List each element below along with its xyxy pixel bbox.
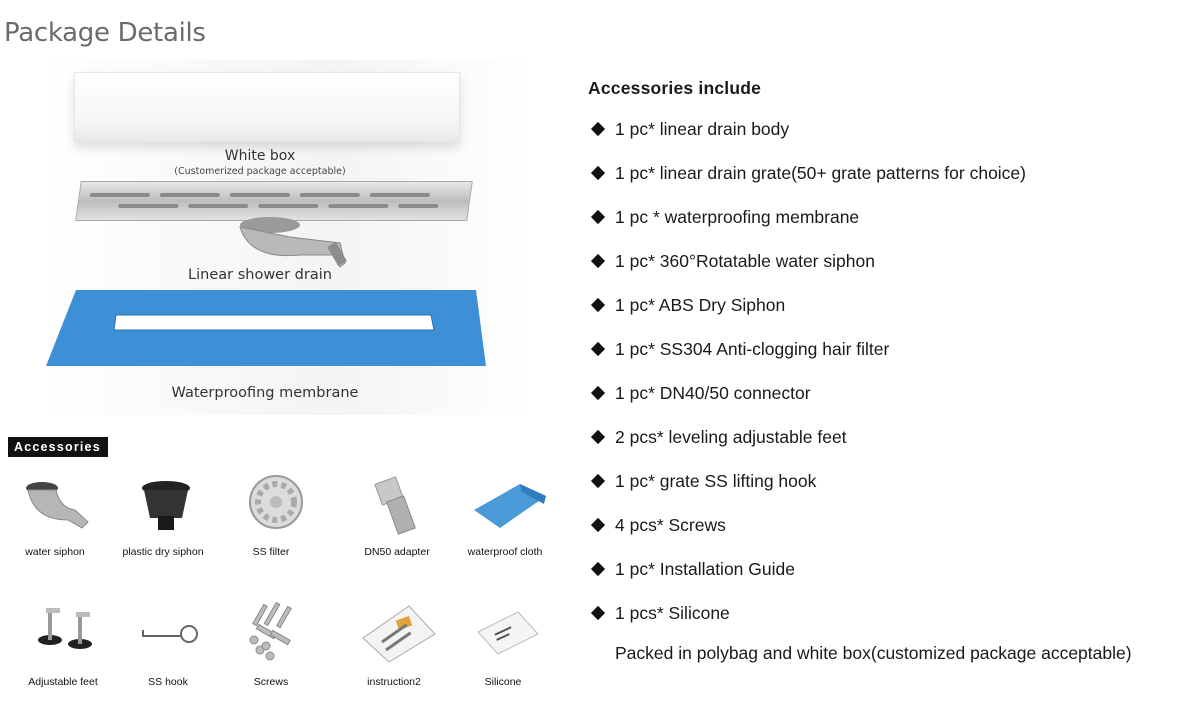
bullet-diamond-icon: [590, 429, 606, 445]
accessory-waterproof-cloth: waterproof cloth: [450, 462, 560, 572]
drain-siphon-image: [239, 217, 347, 268]
list-item: 1 pc* SS304 Anti-clogging hair filter: [588, 339, 1188, 383]
accessory-label: instruction2: [367, 676, 421, 688]
membrane-caption: Waterproofing membrane: [171, 385, 359, 401]
dry-siphon-icon: [142, 481, 190, 530]
instruction-icon: [362, 605, 436, 663]
bullet-diamond-icon: [590, 297, 606, 313]
accessories-badge: Accessories: [8, 437, 108, 457]
accessory-silicone: Silicone: [448, 590, 558, 700]
accessory-label: plastic dry siphon: [122, 546, 204, 558]
bullet-diamond-icon: [590, 605, 606, 621]
list-item: 1 pc* 360°Rotatable water siphon: [588, 251, 1188, 295]
accessory-adjustable-feet: Adjustable feet: [8, 590, 118, 700]
white-box-image: [74, 72, 460, 142]
bullet-diamond-icon: [590, 517, 606, 533]
accessory-label: SS hook: [148, 676, 188, 688]
list-item: 1 pc * waterproofing membrane: [588, 207, 1188, 251]
accessories-list-title: Accessories include: [588, 78, 762, 98]
drain-caption: Linear shower drain: [188, 267, 332, 283]
cloth-icon: [474, 484, 546, 528]
packed-note: Packed in polybag and white box(customiz…: [615, 643, 1132, 663]
water-siphon-icon: [26, 482, 89, 529]
accessory-screws: Screws: [216, 590, 326, 700]
accessory-dn50-adapter: DN50 adapter: [342, 462, 452, 572]
list-item: 1 pc* linear drain grate(50+ grate patte…: [588, 163, 1188, 207]
bullet-diamond-icon: [590, 165, 606, 181]
list-item: 4 pcs* Screws: [588, 515, 1188, 559]
bullet-diamond-icon: [590, 473, 606, 489]
bullet-diamond-icon: [590, 121, 606, 137]
accessory-label: Silicone: [484, 676, 522, 688]
accessory-label: Adjustable feet: [28, 676, 98, 688]
accessory-ss-hook: SS hook: [113, 590, 223, 700]
accessory-label: waterproof cloth: [467, 546, 543, 558]
bullet-diamond-icon: [590, 561, 606, 577]
accessories-grid: water siphon plastic dry siphon SS filte…: [0, 462, 580, 712]
silicone-icon: [477, 611, 539, 655]
list-item: 1 pc* grate SS lifting hook: [588, 471, 1188, 515]
accessory-label: DN50 adapter: [364, 546, 430, 558]
accessory-ss-filter: SS filter: [216, 462, 326, 572]
hook-icon: [142, 625, 198, 643]
filter-icon: [249, 475, 303, 529]
screws-icon: [249, 601, 292, 661]
page-title: Package Details: [4, 18, 206, 48]
accessory-label: Screws: [253, 676, 289, 688]
adapter-icon: [374, 476, 416, 535]
white-box-subcaption: (Customerized package acceptable): [174, 166, 346, 177]
list-item: 1 pc* Installation Guide: [588, 559, 1188, 603]
accessories-list: Accessories include 1 pc* linear drain b…: [588, 78, 1188, 664]
bullet-diamond-icon: [590, 209, 606, 225]
accessory-instruction: instruction2: [339, 590, 449, 700]
accessory-label: water siphon: [25, 546, 85, 558]
feet-icon: [38, 608, 92, 649]
accessory-label: SS filter: [252, 546, 290, 558]
product-scene: White box (Customerized package acceptab…: [40, 60, 540, 420]
bullet-diamond-icon: [590, 341, 606, 357]
bullet-diamond-icon: [590, 385, 606, 401]
accessory-water-siphon: water siphon: [0, 462, 110, 572]
list-item: 2 pcs* leveling adjustable feet: [588, 427, 1188, 471]
accessory-dry-siphon: plastic dry siphon: [108, 462, 218, 572]
list-item: 1 pc* linear drain body: [588, 119, 1188, 163]
membrane-image: [46, 290, 486, 366]
list-item: 1 pc* DN40/50 connector: [588, 383, 1188, 427]
bullet-diamond-icon: [590, 253, 606, 269]
white-box-caption: White box: [224, 148, 296, 164]
list-item: 1 pc* ABS Dry Siphon: [588, 295, 1188, 339]
list-item: 1 pcs* Silicone: [588, 603, 1188, 647]
drain-grate-pattern: [88, 191, 461, 211]
